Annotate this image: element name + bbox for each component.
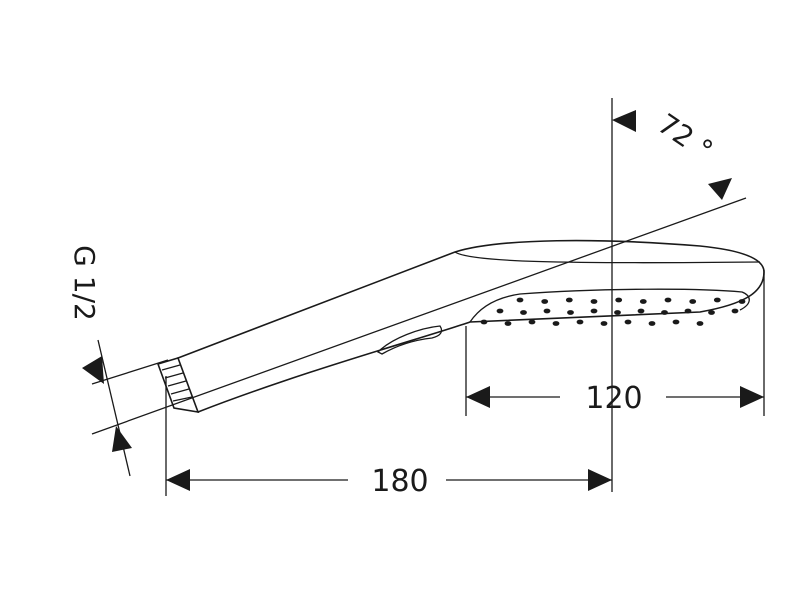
head-top-line: [454, 251, 761, 264]
spray-nozzles: [480, 297, 746, 326]
nozzle: [496, 308, 504, 314]
nozzle: [615, 297, 623, 303]
nozzle: [516, 297, 524, 303]
nozzle: [504, 321, 512, 326]
nozzle: [637, 308, 645, 314]
dimension-120-label: 120: [585, 381, 642, 416]
nozzle: [600, 321, 608, 326]
dimension-180: 180: [166, 464, 612, 499]
dimension-120: 120: [466, 381, 764, 416]
spray-face-contour: [469, 288, 750, 323]
nozzle: [541, 299, 549, 304]
upper-thread-extension: [91, 359, 169, 385]
nozzle: [731, 308, 739, 314]
button-slot: [376, 325, 443, 355]
nozzle: [672, 319, 680, 325]
nozzle: [648, 321, 656, 326]
nozzle: [520, 310, 527, 315]
nozzle: [738, 299, 746, 304]
axis-line: [91, 197, 747, 435]
nozzle: [480, 319, 488, 325]
nozzle: [689, 299, 697, 304]
nozzle: [590, 308, 598, 314]
handle-body: [177, 239, 765, 413]
nozzle: [624, 319, 632, 325]
nozzle: [639, 299, 647, 304]
dimension-angle: 72 °: [612, 107, 732, 200]
nozzle: [684, 308, 692, 314]
nozzle: [528, 319, 536, 325]
nozzle: [552, 321, 560, 326]
nozzle: [576, 319, 584, 325]
nozzle: [565, 297, 573, 303]
dimension-angle-label: 72 °: [652, 107, 719, 167]
nozzle: [614, 310, 621, 315]
nozzle: [664, 297, 672, 303]
hand-shower-outline: [156, 239, 765, 414]
nozzle: [708, 310, 715, 315]
nozzle: [661, 310, 668, 315]
dimension-180-label: 180: [371, 464, 428, 499]
nozzle: [713, 297, 721, 303]
dimension-thread-label: G 1/2: [68, 245, 101, 321]
dimension-thread: G 1/2: [68, 245, 132, 477]
thread-connector: [156, 357, 200, 414]
nozzle: [567, 310, 574, 315]
nozzle: [543, 308, 551, 314]
nozzle: [590, 299, 598, 304]
nozzle: [696, 321, 704, 326]
